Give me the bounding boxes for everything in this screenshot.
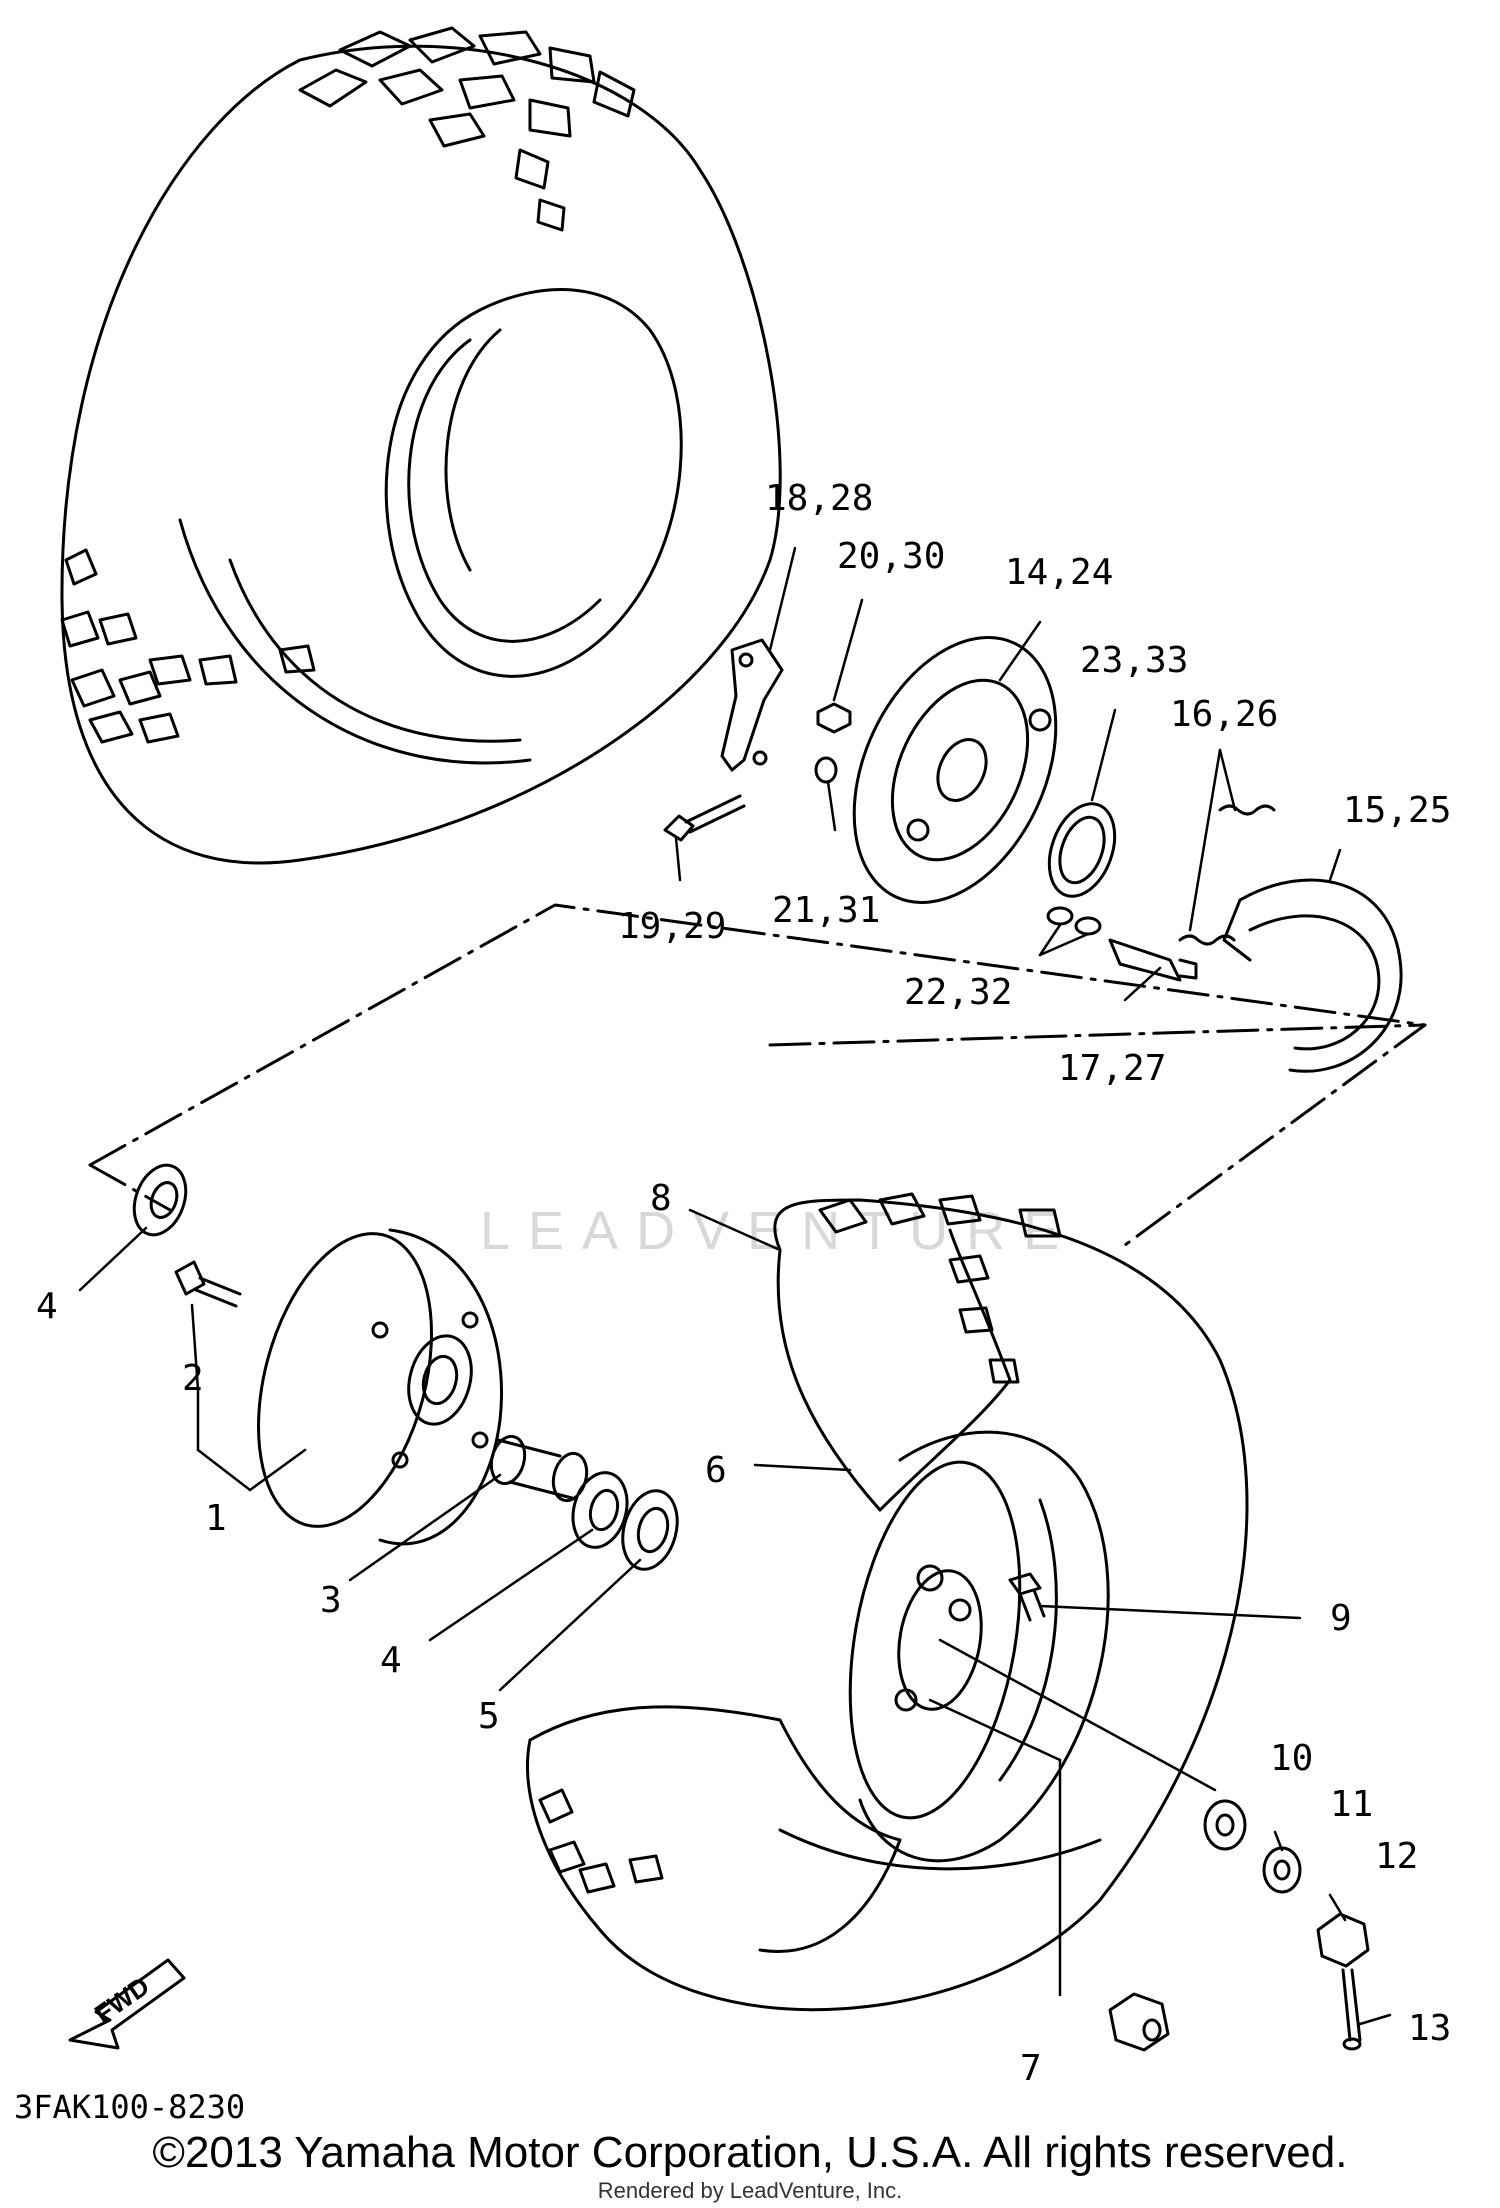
bolt-2 — [174, 1260, 242, 1308]
label-13: 13 — [1408, 2008, 1451, 2049]
label-3: 3 — [320, 1580, 342, 1621]
brake-lever-18-28 — [720, 638, 784, 772]
copyright-notice: ©2013 Yamaha Motor Corporation, U.S.A. A… — [152, 2128, 1348, 2177]
label-7: 7 — [1020, 2048, 1042, 2089]
label-1: 1 — [205, 1498, 227, 1539]
label-6: 6 — [705, 1450, 727, 1491]
label-10: 10 — [1270, 1738, 1313, 1779]
fwd-arrow-icon — [68, 1958, 186, 2050]
label-21-31: 21,31 — [772, 890, 880, 931]
hub-1 — [257, 1228, 503, 1546]
label-12: 12 — [1375, 1836, 1418, 1877]
washer-10 — [1203, 1799, 1247, 1851]
washer-11 — [1262, 1846, 1302, 1894]
label-17-27: 17,27 — [1058, 1048, 1166, 1089]
brake-shoe-15-25 — [1222, 878, 1403, 1073]
switch-17-27 — [1108, 938, 1198, 982]
wheel-rim — [848, 1460, 1022, 1820]
cotter-pin-13 — [1341, 1968, 1362, 2051]
label-8: 8 — [650, 1178, 672, 1219]
leader-lines — [78, 546, 1392, 2026]
label-11: 11 — [1330, 1784, 1373, 1825]
label-18-28: 18,28 — [765, 478, 873, 519]
fwd-label: FWD — [89, 1971, 155, 2030]
label-2: 2 — [182, 1358, 204, 1399]
castle-nut-12 — [1316, 1912, 1370, 1968]
label-16-26: 16,26 — [1170, 694, 1278, 735]
label-4-lower: 4 — [380, 1640, 402, 1681]
label-22-32: 22,32 — [904, 972, 1012, 1013]
oil-seal-5 — [621, 1489, 679, 1571]
bolt-19-29 — [663, 794, 746, 842]
nut-7 — [1108, 1992, 1170, 2052]
assembly-outline — [88, 903, 1427, 1247]
nut-20-30 — [816, 702, 852, 734]
rendered-by: Rendered by LeadVenture, Inc. — [597, 2178, 903, 2203]
label-9: 9 — [1330, 1598, 1352, 1639]
washer-21-31 — [814, 756, 838, 784]
label-19-29: 19,29 — [618, 906, 726, 947]
bearing-4-lower — [571, 1471, 629, 1549]
label-23-33: 23,33 — [1080, 640, 1188, 681]
part-code: 3FAK100-8230 — [14, 2088, 246, 2126]
brake-shoe-plate-14-24 — [852, 636, 1058, 904]
label-15-25: 15,25 — [1343, 790, 1451, 831]
upper-tire — [60, 26, 782, 865]
oil-seal-23-33 — [1047, 802, 1117, 898]
label-20-30: 20,30 — [837, 536, 945, 577]
valve-stem-9 — [1008, 1572, 1046, 1622]
springs-16-26 — [1178, 804, 1276, 946]
bearing-4-upper — [132, 1163, 188, 1237]
callout-labels: 18,28 20,30 14,24 23,33 16,26 15,25 19,2… — [36, 478, 1451, 2089]
lower-tire-cutaway — [526, 1192, 1249, 2012]
label-5: 5 — [478, 1696, 500, 1737]
label-14-24: 14,24 — [1005, 552, 1113, 593]
label-4-upper: 4 — [36, 1286, 58, 1327]
spacer-3 — [489, 1434, 589, 1503]
